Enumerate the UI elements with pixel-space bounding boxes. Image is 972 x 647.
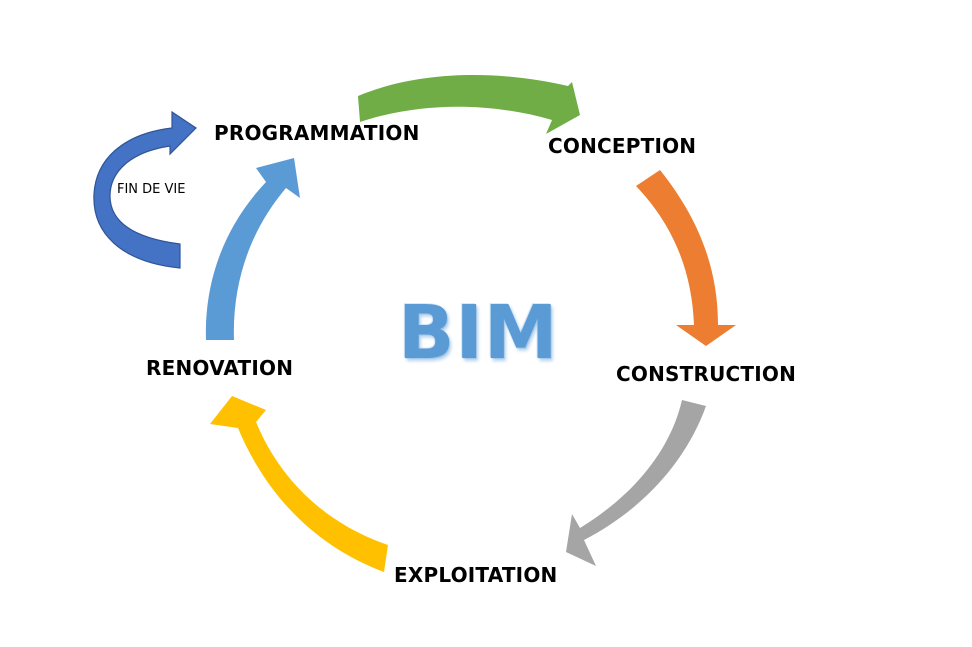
arrow-construction-to-exploitation (566, 400, 706, 566)
arrow-exploitation-to-renovation (210, 396, 388, 572)
stage-construction: CONSTRUCTION (616, 362, 797, 386)
arrow-renovation-to-programmation (205, 158, 300, 340)
stage-programmation: PROGRAMMATION (214, 121, 420, 145)
stage-conception: CONCEPTION (548, 134, 697, 158)
stage-fin-de-vie: FIN DE VIE (117, 182, 186, 197)
bim-title: BIM (398, 290, 559, 376)
arrow-programmation-to-conception (358, 75, 580, 134)
arrow-fin-de-vie-loop (93, 110, 197, 269)
stage-exploitation: EXPLOITATION (394, 563, 558, 587)
arrow-conception-to-construction (636, 170, 736, 346)
stage-renovation: RENOVATION (146, 356, 294, 380)
